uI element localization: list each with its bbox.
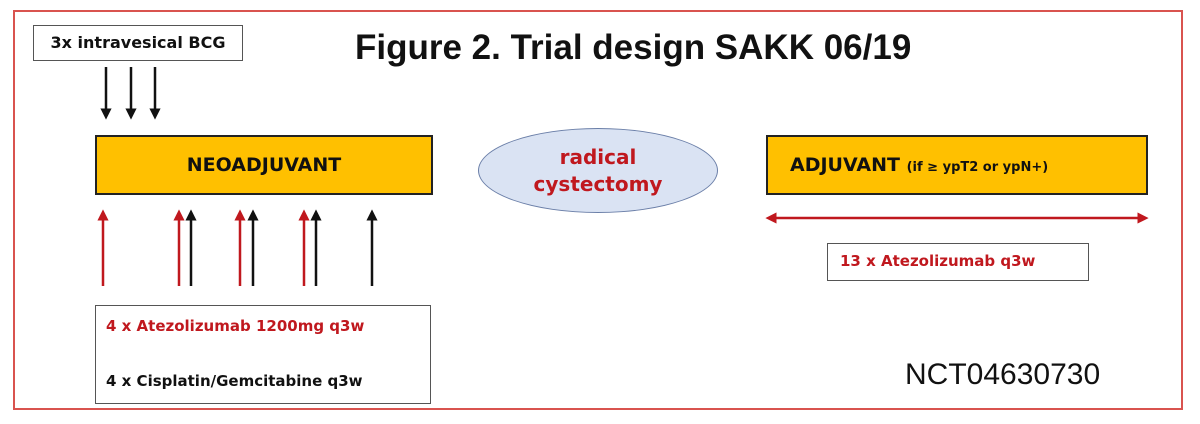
adjuvant-box: ADJUVANT (if ≥ ypT2 or ypN+) [766,135,1148,195]
figure-title: Figure 2. Trial design SAKK 06/19 [355,28,912,67]
neoadjuvant-box: NEOADJUVANT [95,135,433,195]
adjuvant-label: ADJUVANT [790,154,900,176]
atezolizumab-regimen-text: 4 x Atezolizumab 1200mg q3w [106,317,365,335]
surgery-line-1: radical [559,144,637,169]
trial-id: NCT04630730 [905,358,1101,391]
radical-cystectomy-oval: radical cystectomy [478,128,718,213]
neoadjuvant-regimen-box: 4 x Atezolizumab 1200mg q3w 4 x Cisplati… [95,305,431,404]
chemo-regimen-text: 4 x Cisplatin/Gemcitabine q3w [106,372,363,390]
surgery-line-2: cystectomy [533,171,663,196]
adjuvant-condition: (if ≥ ypT2 or ypN+) [906,160,1049,175]
bcg-label-box: 3x intravesical BCG [33,25,243,61]
figure-frame [13,10,1183,410]
adjuvant-regimen-box: 13 x Atezolizumab q3w [827,243,1089,281]
